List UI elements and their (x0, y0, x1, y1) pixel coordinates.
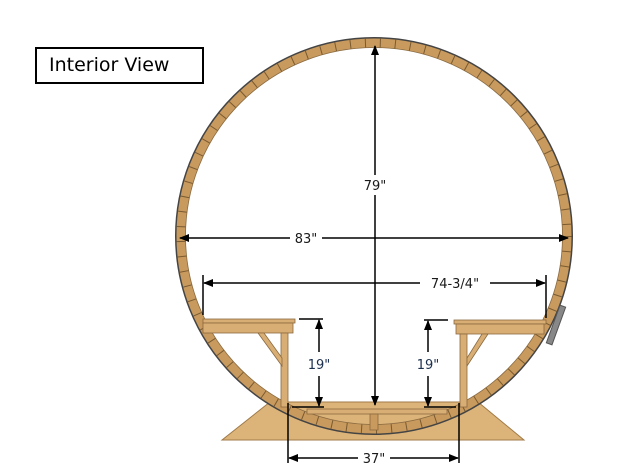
left-bench-height-label: 19" (308, 358, 331, 373)
right-bench-height-label: 19" (417, 358, 440, 373)
height-label: 79" (364, 179, 387, 194)
right-bench (453, 319, 547, 408)
outer-width-label: 83" (295, 232, 318, 247)
floor-width-label: 37" (363, 452, 386, 467)
door-hinge (545, 304, 567, 346)
left-bench (202, 318, 296, 408)
view-title: Interior View (49, 54, 170, 76)
view-title-box: Interior View (35, 47, 204, 84)
bench-span-label: 74-3/4" (431, 277, 479, 292)
dimension-lines (179, 45, 569, 463)
barrel-ring (175, 37, 573, 435)
floor-boards (306, 408, 448, 431)
